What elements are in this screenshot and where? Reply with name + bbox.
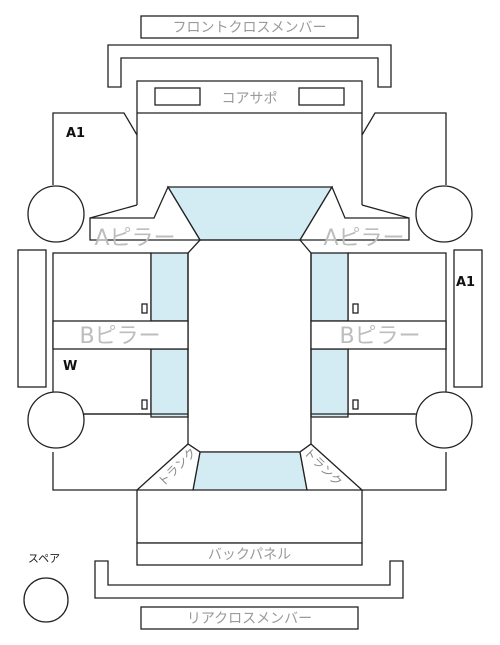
right-front-window <box>310 252 349 322</box>
rear-cross-member-box <box>140 606 359 630</box>
roof <box>187 239 312 453</box>
mark-front-left: A1 <box>66 126 85 141</box>
a-pillar-left <box>89 185 202 241</box>
rear-cross-member <box>94 560 404 599</box>
a-pillar-right <box>298 185 410 241</box>
right-front-fender <box>361 112 447 185</box>
right-headlight <box>298 87 345 106</box>
rear-right-wheel[interactable] <box>415 391 473 449</box>
rear-right-quarter <box>362 452 447 491</box>
left-rocker-panel[interactable] <box>17 249 47 388</box>
rear-windshield <box>192 451 308 491</box>
right-rear-window <box>310 348 349 418</box>
spare-tire[interactable] <box>23 577 69 623</box>
rear-left-quarter <box>52 452 137 491</box>
rear-cross-member-label: リアクロスメンバー <box>187 611 312 627</box>
mark-right-side: A1 <box>456 275 475 290</box>
b-pillar-right[interactable] <box>310 320 447 350</box>
core-support-frame <box>136 80 363 113</box>
right-rocker-panel[interactable] <box>453 249 483 388</box>
mark-left-rear-door: W <box>63 359 77 374</box>
c-pillar-left <box>135 443 201 491</box>
core-support-label: コアサポ <box>222 91 278 107</box>
b-pillar-right-label: Bピラー <box>339 324 420 349</box>
front-left-wheel[interactable] <box>27 185 85 243</box>
back-panel-label: バックパネル <box>208 547 291 563</box>
b-pillar-left[interactable] <box>52 320 189 350</box>
right-front-door-handle <box>352 303 359 314</box>
b-pillar-left-label: Bピラー <box>79 324 160 349</box>
a-pillar-left-label: Aピラー <box>94 226 175 251</box>
c-pillar-right <box>299 443 364 491</box>
front-cross-member <box>107 44 392 88</box>
trunk-body[interactable] <box>136 490 363 544</box>
left-front-fender <box>52 112 138 185</box>
front-right-wheel[interactable] <box>415 185 473 243</box>
a-pillar-right-label: Aピラー <box>323 226 404 251</box>
front-cross-member-box <box>140 15 359 39</box>
hood-right-edge <box>361 204 410 219</box>
left-rear-door-handle <box>141 399 148 410</box>
left-rear-window <box>150 348 189 418</box>
rear-left-wheel[interactable] <box>27 391 85 449</box>
left-front-window <box>150 252 189 322</box>
front-cross-member-label: フロントクロスメンバー <box>173 20 327 36</box>
left-headlight <box>154 87 201 106</box>
spare-label: スペア <box>28 552 60 565</box>
hood-left-edge <box>89 204 138 219</box>
right-rear-door-handle <box>352 399 359 410</box>
left-front-door-handle <box>141 303 148 314</box>
back-panel[interactable] <box>136 542 363 566</box>
